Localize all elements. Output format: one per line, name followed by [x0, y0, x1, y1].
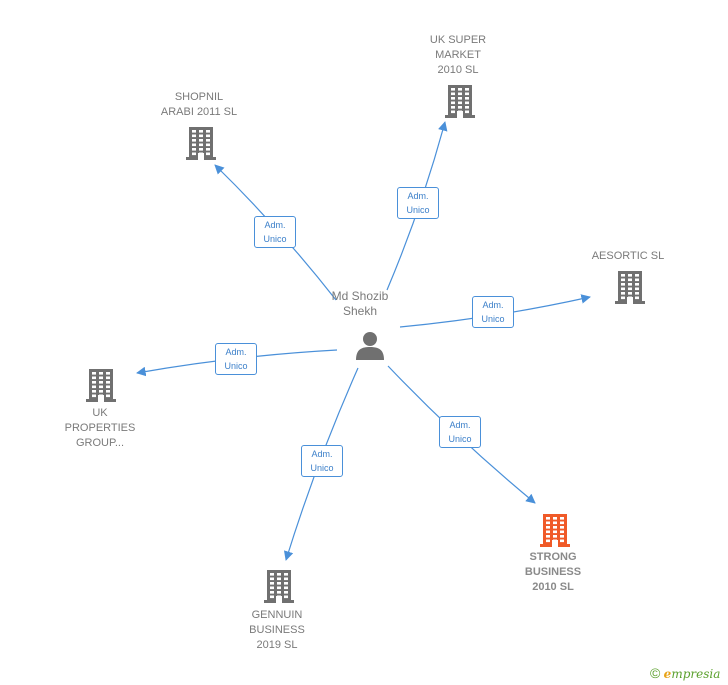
- company-shopnil-arabi-label[interactable]: SHOPNIL ARABI 2011 SL: [160, 91, 238, 118]
- edge-label-aesortic[interactable]: Adm. Unico: [472, 296, 514, 328]
- company-strong-business-label[interactable]: STRONG BUSINESS 2010 SL: [524, 550, 582, 593]
- edge-label-uk-super-market[interactable]: Adm. Unico: [397, 187, 439, 219]
- edge-label-strong-business[interactable]: Adm. Unico: [439, 416, 481, 448]
- company-gennuin-business-label[interactable]: GENNUIN BUSINESS 2019 SL: [249, 608, 305, 651]
- company-aesortic-label[interactable]: AESORTIC SL: [591, 249, 665, 262]
- edge-label-uk-properties[interactable]: Adm. Unico: [215, 343, 257, 375]
- company-gennuin-business-building-icon[interactable]: [264, 569, 294, 608]
- copyright-icon: ©: [650, 665, 661, 681]
- person-name-label[interactable]: Md Shozib Shekh: [331, 289, 389, 318]
- edge-label-shopnil-arabi[interactable]: Adm. Unico: [254, 216, 296, 248]
- company-uk-properties-label[interactable]: UK PROPERTIES GROUP...: [64, 406, 136, 449]
- company-uk-properties-building-icon[interactable]: [86, 368, 116, 407]
- company-aesortic-building-icon[interactable]: [615, 270, 645, 309]
- copyright-footer: © empresia: [650, 665, 720, 681]
- empresia-logo[interactable]: empresia: [663, 667, 721, 681]
- company-uk-super-market-building-icon[interactable]: [445, 84, 475, 123]
- company-shopnil-arabi-building-icon[interactable]: [186, 126, 216, 165]
- edge-label-gennuin-business[interactable]: Adm. Unico: [301, 445, 343, 477]
- company-uk-super-market-label[interactable]: UK SUPER MARKET 2010 SL: [429, 33, 487, 76]
- company-strong-business-building-icon[interactable]: [540, 513, 570, 552]
- person-icon[interactable]: [355, 330, 385, 365]
